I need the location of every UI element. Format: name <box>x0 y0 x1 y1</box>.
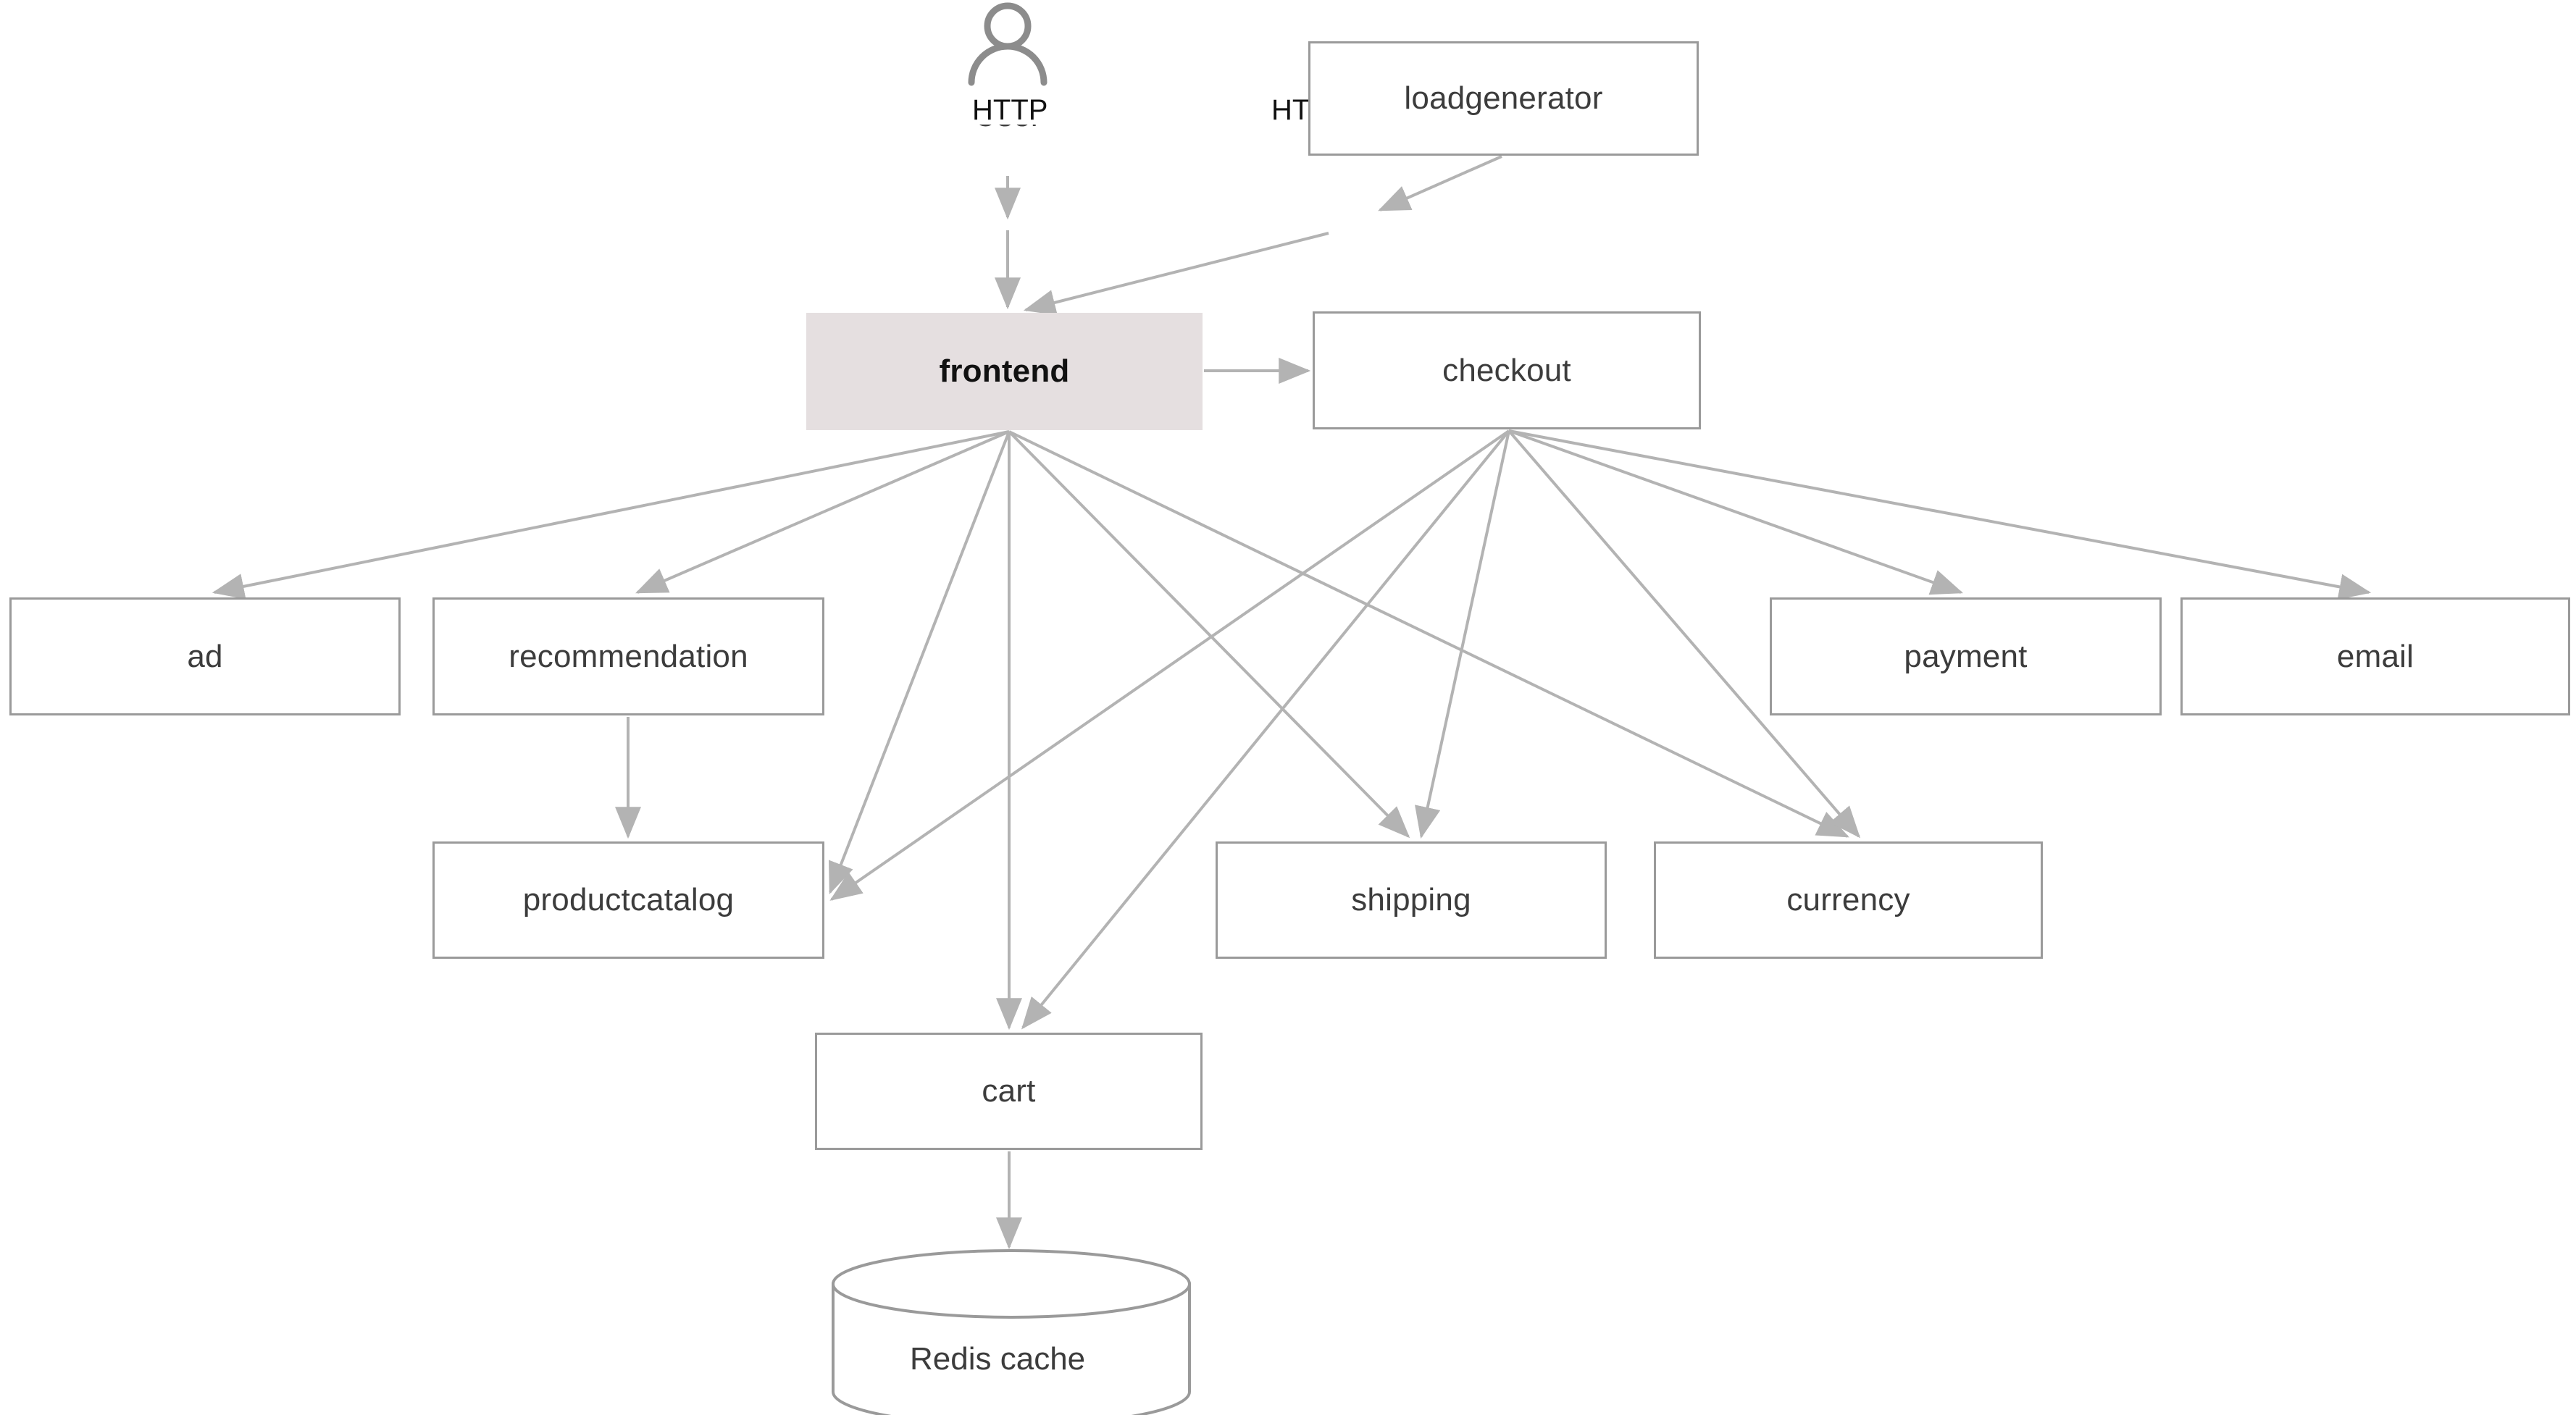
node-recommendation[interactable]: recommendation <box>432 597 824 715</box>
node-email-label: email <box>2336 638 2414 674</box>
node-payment[interactable]: payment <box>1770 597 2162 715</box>
edge-checkout-payment <box>1508 429 1964 595</box>
edge-checkout-productcatalog <box>829 429 1510 901</box>
edge-loadgenerator-frontend-lower <box>1023 232 1329 316</box>
node-cart[interactable]: cart <box>815 1033 1203 1150</box>
node-checkout[interactable]: checkout <box>1313 311 1701 429</box>
node-frontend-label: frontend <box>939 353 1070 389</box>
node-shipping-label: shipping <box>1351 882 1471 918</box>
edge-frontend-recommendation <box>635 430 1010 594</box>
node-ad-label: ad <box>187 638 223 674</box>
node-loadgenerator-label: loadgenerator <box>1404 80 1603 116</box>
node-shipping[interactable]: shipping <box>1216 841 1607 959</box>
edge-checkout-shipping <box>1415 430 1510 839</box>
edge-frontend-productcatalog <box>828 431 1011 894</box>
node-currency-label: currency <box>1786 882 1910 918</box>
rediscache-cylinder <box>832 1249 1191 1415</box>
node-cart-label: cart <box>982 1073 1036 1109</box>
edge-frontend-shipping <box>1008 430 1410 839</box>
node-productcatalog[interactable]: productcatalog <box>432 841 824 959</box>
node-email[interactable]: email <box>2180 597 2570 715</box>
edge-frontend-ad <box>212 430 1010 600</box>
node-rediscache-label: Redis cache <box>910 1341 1086 1377</box>
node-loadgenerator[interactable]: loadgenerator <box>1308 41 1699 156</box>
node-frontend[interactable]: frontend <box>806 313 1203 430</box>
node-recommendation-label: recommendation <box>509 638 748 674</box>
person-icon <box>968 2 1047 86</box>
node-payment-label: payment <box>1904 638 2028 674</box>
edge-frontend-currency <box>1008 430 1849 838</box>
edge-checkout-email <box>1508 429 2372 600</box>
edge-checkout-currency <box>1507 429 1861 839</box>
edge-label-http-user: HTTP <box>968 96 1053 125</box>
node-productcatalog-label: productcatalog <box>522 882 735 918</box>
node-currency[interactable]: currency <box>1654 841 2043 959</box>
edge-loadgenerator-frontend <box>1378 155 1502 211</box>
node-ad[interactable]: ad <box>9 597 401 715</box>
node-checkout-label: checkout <box>1442 352 1571 388</box>
edge-checkout-cart <box>1021 429 1510 1030</box>
